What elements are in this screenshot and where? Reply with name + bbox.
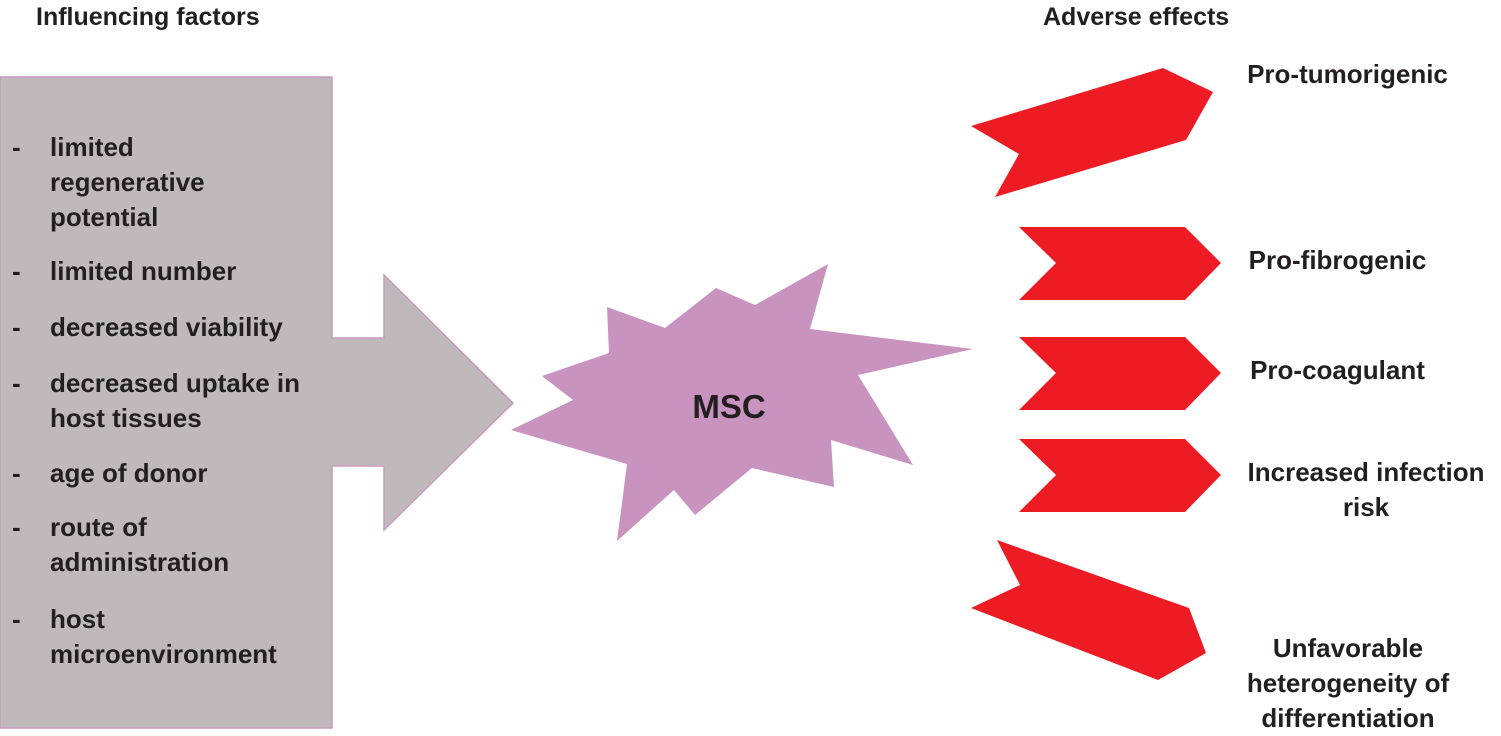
effect-arrow-tumorigenic <box>971 68 1213 197</box>
effect-label-infection: Increased infection risk <box>1247 457 1485 522</box>
effect-label-coagulant: Pro-coagulant <box>1250 355 1425 385</box>
effect-arrow-infection <box>1019 439 1221 512</box>
factor-text: decreased uptake in host tissues <box>50 368 300 433</box>
factor-dash: - <box>12 368 21 398</box>
factor-text: limited number <box>50 256 237 286</box>
effect-arrow-coagulant <box>1019 337 1221 410</box>
effect-label-heterogeneity: Unfavorable heterogeneity of differentia… <box>1246 633 1450 733</box>
factor-dash: - <box>12 458 21 488</box>
factor-dash: - <box>12 604 21 634</box>
effect-label-fibrogenic: Pro-fibrogenic <box>1248 245 1427 275</box>
factor-text: route of administration <box>50 512 230 577</box>
factor-dash: - <box>12 312 21 342</box>
msc-label: MSC <box>692 388 766 425</box>
effect-label-tumorigenic: Pro-tumorigenic <box>1247 59 1448 89</box>
factor-dash: - <box>12 256 21 286</box>
factor-text: limited regenerative potential <box>50 132 205 232</box>
msc-starburst <box>511 264 973 541</box>
adverse-effects-heading: Adverse effects <box>1043 3 1230 31</box>
factor-text: age of donor <box>50 458 208 488</box>
effect-arrow-fibrogenic <box>1019 227 1221 300</box>
effect-arrow-heterogeneity <box>971 540 1206 680</box>
factor-text: host microenvironment <box>50 604 277 669</box>
influencing-factors-heading: Influencing factors <box>36 3 260 31</box>
factor-dash: - <box>12 132 21 162</box>
factor-text: decreased viability <box>50 312 283 342</box>
factors-arrow <box>0 76 515 729</box>
factor-dash: - <box>12 512 21 542</box>
